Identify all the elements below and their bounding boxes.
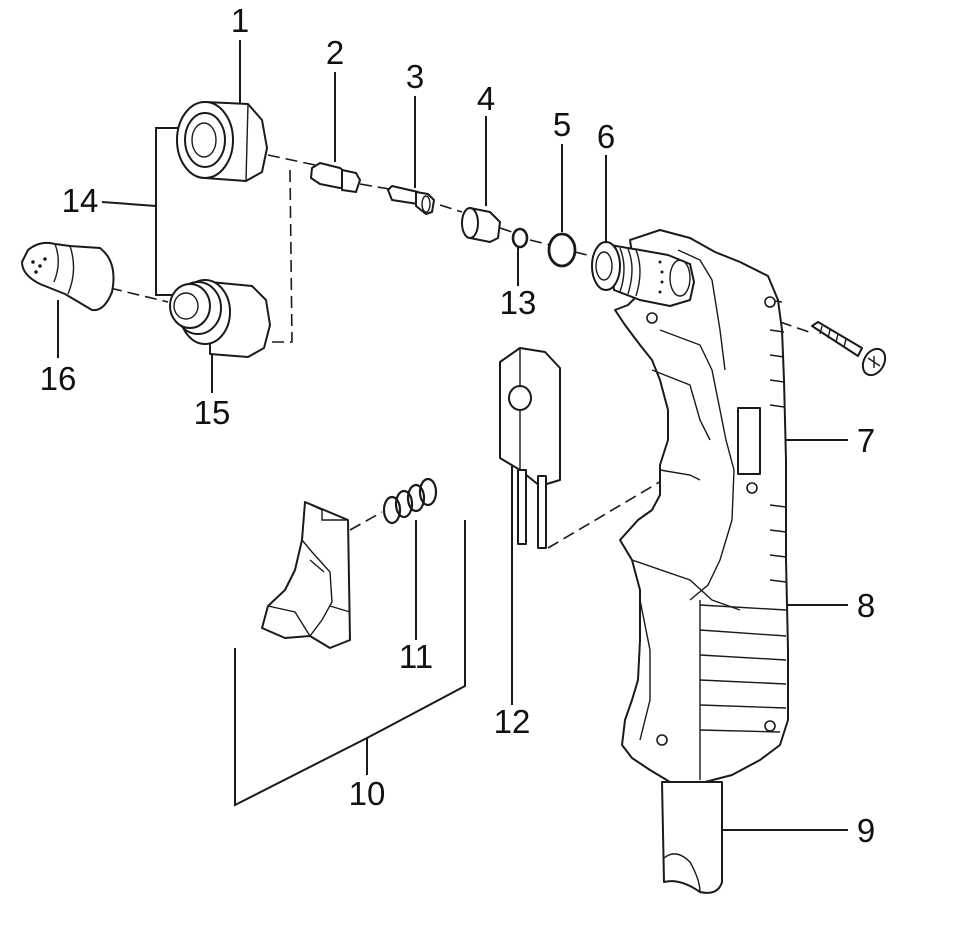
- part-5-o-ring: [547, 232, 577, 268]
- callout-9: 9: [857, 812, 875, 849]
- callout-15: 15: [194, 394, 231, 431]
- callout-1: 1: [231, 2, 249, 39]
- part-11-spring: [382, 477, 438, 525]
- leader-lines: [57, 40, 848, 831]
- part-6-torch-head: [591, 241, 695, 307]
- handle-screw: [811, 321, 887, 377]
- part-7-label: [737, 407, 761, 475]
- part-2-electrode: [310, 162, 361, 193]
- callout-7: 7: [857, 422, 875, 459]
- callout-16: 16: [40, 360, 77, 397]
- part-16-nozzle: [21, 241, 115, 312]
- callout-labels: 1 2 3 4 5 6 7 8 9 10 11 12 13 14 15 16: [40, 2, 876, 849]
- part-15-shield-cup: [169, 279, 271, 358]
- part-8-handle: [614, 229, 789, 783]
- part-3-swirl-ring: [387, 185, 435, 215]
- callout-5: 5: [553, 106, 571, 143]
- callout-14: 14: [62, 182, 99, 219]
- callout-13: 13: [500, 284, 537, 321]
- part-4-sleeve: [461, 207, 501, 243]
- callout-4: 4: [477, 80, 495, 117]
- part-12-switch: [499, 347, 561, 549]
- part-9-cable: [661, 781, 723, 894]
- callout-2: 2: [326, 34, 344, 71]
- part-13-o-ring: [511, 227, 529, 249]
- callout-10: 10: [349, 775, 386, 812]
- callout-6: 6: [597, 118, 615, 155]
- callout-3: 3: [406, 58, 424, 95]
- callout-8: 8: [857, 587, 875, 624]
- part-1-shield-cup: [176, 101, 268, 182]
- callout-11: 11: [399, 638, 433, 675]
- callout-12: 12: [494, 703, 531, 740]
- part-10-trigger: [261, 501, 351, 649]
